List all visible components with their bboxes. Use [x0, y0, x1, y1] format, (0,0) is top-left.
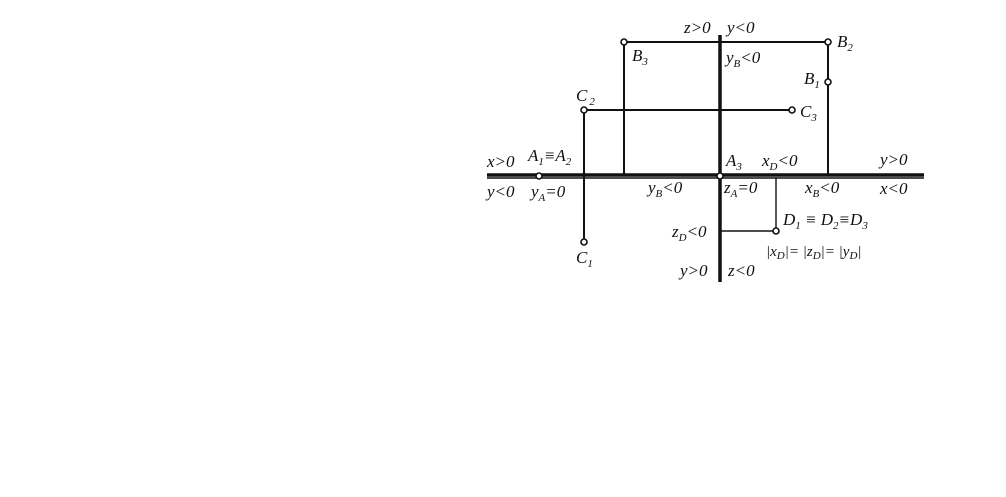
axis-label-right-lower: x<0: [879, 179, 908, 198]
coord-label-yb-top: yB<0: [724, 48, 761, 70]
coord-label-ya: yA=0: [529, 182, 566, 204]
point-a3: [716, 172, 724, 180]
coord-label-zd: zD<0: [671, 222, 707, 244]
point-c2: [580, 106, 588, 114]
axis-label-top-left: z>0: [683, 18, 711, 37]
axis-label-right-upper: y>0: [878, 150, 908, 169]
coordinate-equality-formula: |xD|= |zD|= |yD|: [766, 244, 862, 262]
axis-label-left-upper: x>0: [486, 152, 515, 171]
axis-label-bottom-right: z<0: [727, 261, 755, 280]
coord-label-xd: xD<0: [761, 151, 798, 173]
point-a12: [535, 172, 543, 180]
point-b3: [620, 38, 628, 46]
point-b2: [824, 38, 832, 46]
label-d123: D1 ≡ D2≡D3: [782, 210, 868, 232]
label-b3: B3: [632, 46, 648, 68]
coord-label-xb: xB<0: [804, 178, 840, 200]
coord-label-za: zA=0: [723, 178, 758, 200]
label-b1: B1: [804, 69, 820, 91]
label-c1: C1: [576, 248, 593, 270]
axis-label-top-right: y<0: [725, 18, 755, 37]
point-b1: [824, 78, 832, 86]
axis-label-bottom-left: y>0: [678, 261, 708, 280]
point-d123: [772, 227, 780, 235]
label-c3: C3: [800, 102, 817, 124]
point-c3: [788, 106, 796, 114]
label-a3: A3: [725, 151, 742, 173]
point-c1: [580, 238, 588, 246]
label-b2: B2: [837, 32, 853, 54]
coord-label-yb-axis: yB<0: [646, 178, 683, 200]
axis-label-left-lower: y<0: [485, 182, 515, 201]
label-a12: A1≡A2: [527, 146, 572, 168]
